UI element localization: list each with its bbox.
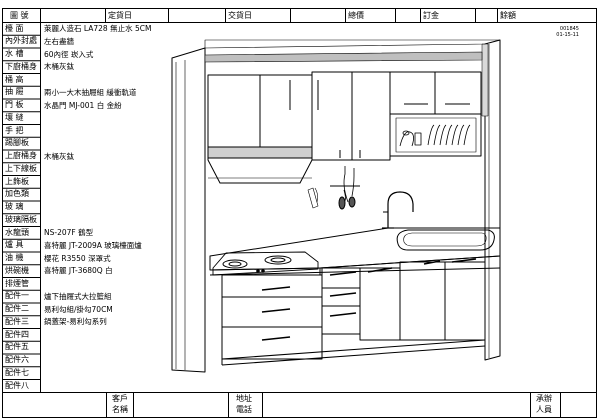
spec-label: 抽 屜 <box>5 87 24 97</box>
spec-label: 配件二 <box>5 304 29 313</box>
total-price-label: 總價 <box>348 11 364 20</box>
spec-value: 鍋蓋架-易利勾系列 <box>44 317 107 327</box>
sink <box>396 229 495 251</box>
left-wall-panel <box>171 47 206 373</box>
spec-label: 配件五 <box>5 342 29 352</box>
spec-value: 萊麗人造石 LA728 無止水 5CM <box>44 24 152 33</box>
spec-label: 踢腳板 <box>5 138 29 148</box>
upper-cabinet-door-1 <box>207 74 261 148</box>
drawing-stamp: 001845 01-15-11 <box>556 26 579 38</box>
spec-label: 上下線板 <box>5 163 37 173</box>
stamp-code: 001845 <box>559 26 579 32</box>
countertop <box>209 227 501 271</box>
gas-stove <box>212 251 319 276</box>
base-drawer-3 <box>221 326 323 360</box>
base-door-3 <box>444 261 486 341</box>
dish-dryer <box>389 113 482 157</box>
faucet <box>387 191 414 228</box>
balance-label: 餘額 <box>500 11 516 20</box>
spec-value: 水晶門 MJ-001 白 金紛 <box>44 100 122 110</box>
base-door-1 <box>359 267 401 341</box>
phone-label: 電話 <box>236 405 252 414</box>
spec-label: 加色類 <box>5 189 29 199</box>
spec-label: 爐 具 <box>5 240 24 250</box>
spec-value: 喜特麗 JT-3680Q 白 <box>44 266 113 276</box>
spec-label: 配件七 <box>5 367 29 377</box>
base-drawer-6 <box>321 305 361 335</box>
spec-label: 烘碗機 <box>5 265 29 275</box>
upper-cabinet-door-5 <box>389 71 436 115</box>
customer-label-line2: 名稱 <box>112 405 128 414</box>
stamp-date: 01-15-11 <box>556 31 579 38</box>
spec-label: 配件一 <box>5 291 29 301</box>
spec-label: 玻璃隔板 <box>5 214 37 224</box>
spec-label: 配件三 <box>5 316 29 326</box>
spec-label: 門 板 <box>5 100 24 109</box>
handler-label-line1: 承辦 <box>536 394 552 403</box>
base-drawer-5 <box>321 287 361 307</box>
spec-label: 玻 璃 <box>5 202 24 211</box>
spec-label: 上廚桶身 <box>5 151 37 160</box>
spec-value: 兩小一大木抽屜組 緩衝軌道 <box>44 87 137 97</box>
spec-value: 木桶灰鈦 <box>44 62 74 72</box>
drawing-number-label: 圖 號 <box>10 11 29 20</box>
spec-label: 水龍頭 <box>5 227 29 237</box>
spec-label: 桶 高 <box>5 74 24 84</box>
spec-value: 爐下抽屜式大拉籃組 <box>44 291 112 301</box>
handler-label-line2: 人員 <box>536 405 552 414</box>
spec-label: 配件四 <box>5 329 29 339</box>
base-drawer-2 <box>221 296 323 328</box>
customer-label-line1: 客戶 <box>112 394 128 403</box>
spec-label: 配件六 <box>5 355 29 364</box>
address-label: 地址 <box>236 394 252 403</box>
spec-label: 水 槽 <box>5 49 24 58</box>
spec-value: 易利勾組/掛勾70CM <box>44 304 113 314</box>
spec-label: 手 把 <box>5 125 24 135</box>
upper-cabinet-door-2 <box>259 74 313 148</box>
base-drawer-1 <box>221 274 323 298</box>
base-door-2 <box>399 261 446 341</box>
spec-value: NS-207F 鶴型 <box>44 228 94 237</box>
delivery-date-label: 交貨日 <box>228 11 252 20</box>
spec-value: 60內徑 崁入式 <box>44 49 94 59</box>
spec-label: 內外封處 <box>5 36 37 46</box>
upper-cabinet-door-4 <box>351 71 391 161</box>
spec-label: 檯 面 <box>5 23 24 33</box>
spec-label: 排煙管 <box>5 278 29 288</box>
spec-value: 左右盡牆 <box>44 36 74 46</box>
spec-value: 喜特麗 JT-2009A 玻璃檯面爐 <box>44 240 142 250</box>
deposit-label: 訂金 <box>423 11 439 20</box>
order-date-label: 定貨日 <box>108 11 132 20</box>
spec-label: 油 機 <box>5 253 24 262</box>
spec-label: 壤 縫 <box>5 112 24 122</box>
spec-label: 上飾板 <box>5 176 29 186</box>
upper-cabinet-door-6 <box>434 71 482 115</box>
spec-value: 木桶灰鈦 <box>44 151 74 161</box>
spec-value: 櫻花 R3550 深罩式 <box>44 253 111 263</box>
spec-label: 下廚桶身 <box>5 61 37 71</box>
spec-label: 配件八 <box>5 380 29 390</box>
base-drawer-4 <box>321 267 361 289</box>
